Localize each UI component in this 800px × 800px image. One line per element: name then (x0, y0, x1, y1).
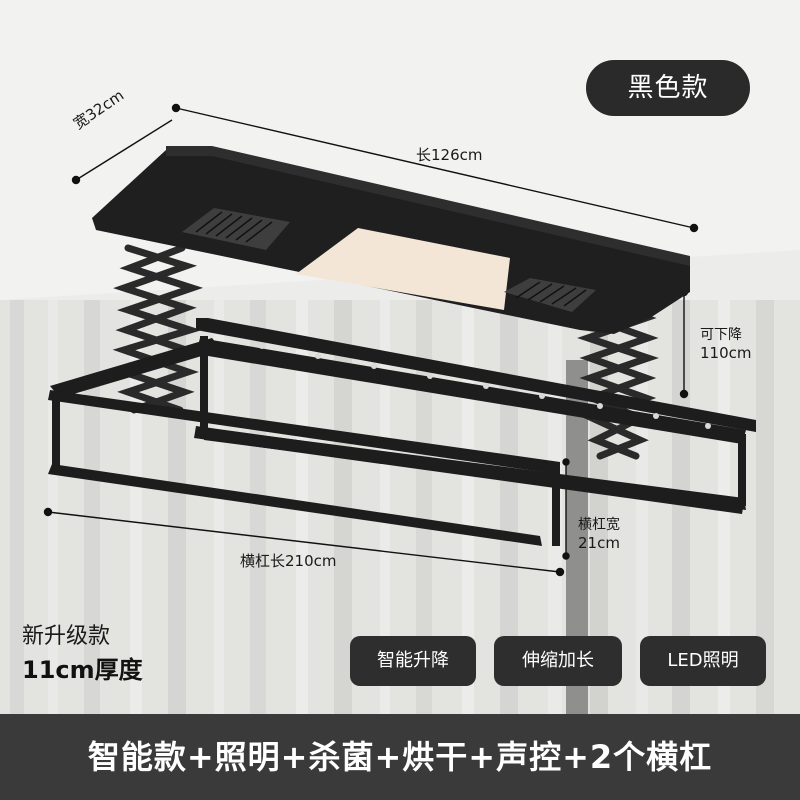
bar-length-dimension-label: 横杠长210cm (240, 552, 337, 570)
feature-chip-led-light: LED照明 (640, 636, 766, 686)
bar-width-value: 21cm (578, 534, 620, 552)
drop-value: 110cm (700, 344, 752, 362)
drop-dimension-label: 可下降 110cm (700, 326, 752, 362)
length-dimension-label: 长126cm (416, 146, 483, 164)
caption-title: 新升级款 (22, 624, 111, 649)
feature-chip-smart-lift: 智能升降 (350, 636, 476, 686)
color-variant-badge: 黑色款 (586, 60, 750, 116)
feature-banner: 智能款+照明+杀菌+烘干+声控+2个横杠 (0, 714, 800, 800)
caption-subtitle: 11cm厚度 (22, 656, 143, 684)
bar-width-label: 横杠宽 (578, 517, 620, 533)
drop-label: 可下降 (700, 327, 742, 343)
feature-chip-telescopic: 伸缩加长 (494, 636, 622, 686)
bar-width-dimension-label: 横杠宽 21cm (578, 516, 620, 552)
